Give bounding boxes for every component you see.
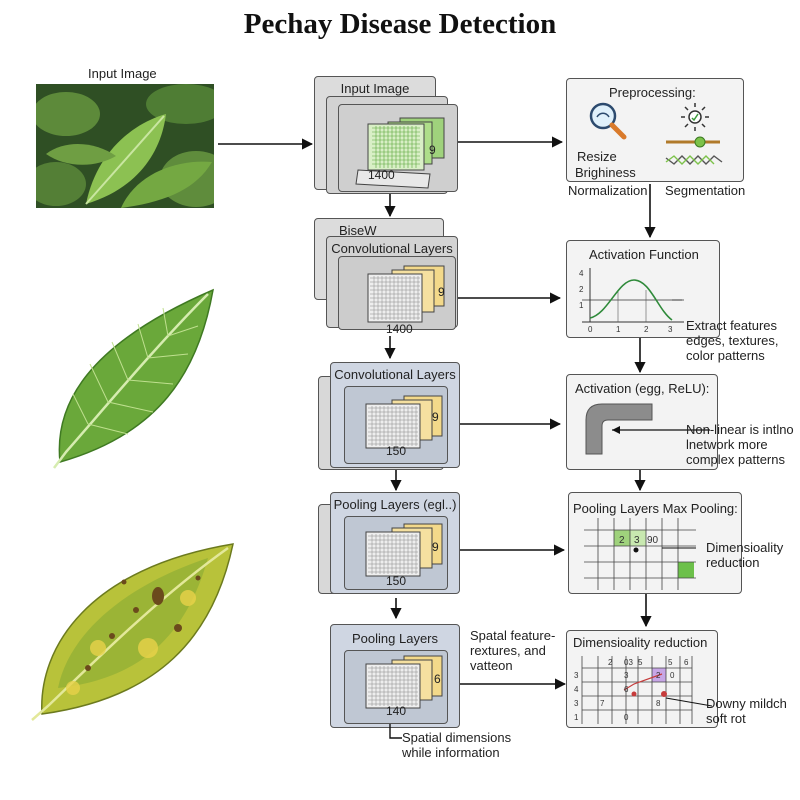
block1-side-digit: 9 [429,143,436,157]
segmentation-slider-icon [665,136,723,165]
block2-title: Convolutional Layers [331,241,453,256]
extract-line: color patterns [686,348,765,363]
pool-cell: 90 [647,535,659,546]
row-num: 3 [574,699,579,708]
feature-map-stack-2 [367,265,445,323]
brightness-icon [681,103,709,131]
resize-label: Resize [577,149,617,164]
activation-relu-title: Activation (egg, ReLU): [575,381,710,396]
inner-num: 7 [600,699,605,708]
feature-map-stack-4 [365,523,443,577]
x-tick: 3 [668,325,673,334]
healthy-leaf-image [53,288,214,469]
extract-line: Extract features [686,318,778,333]
block1-size-label: 1400 [368,168,395,182]
diseased-leaf-image [31,543,234,721]
disease-line: soft rot [706,711,746,726]
input-plant-photo [36,84,214,208]
inner-num: 6 [624,685,629,694]
top-num: 2 [608,658,613,667]
row-num: 4 [574,685,579,694]
top-num: 5 [638,658,643,667]
x-tick: 2 [644,325,649,334]
feature-map-stack-3 [365,395,443,449]
input-image-block-title: Input Image [340,81,410,96]
x-tick: 1 [616,325,621,334]
y-tick: 2 [579,285,584,294]
inner-num: 0 [624,713,629,722]
y-tick: 4 [579,269,584,278]
feature-map-stack-5 [365,655,443,709]
extract-line: edges, textures, [686,333,779,348]
top-num: 6 [684,658,689,667]
non-linear-line: Non-linear is intlno [686,422,794,437]
spatial-feature-note: Spatal feature- rextures, and vatteon [470,628,555,673]
activation-curve-plot: 4 2 1 0 1 2 3 [579,268,684,334]
block3-side-digit: 9 [432,410,439,424]
block3-title: Convolutional Layers [334,367,456,382]
block3-size-label: 150 [386,444,407,458]
row-num: 3 [574,671,579,680]
block2-side-digit: 9 [438,285,445,299]
dim-line: Dimensioality [706,540,784,555]
preprocessing-title: Preprocessing: [609,85,696,100]
block5-size-label: 140 [386,704,407,718]
non-linear-line: complex patterns [686,452,785,467]
dimensionality-reduction-panel: Dimensioality reduction [566,630,718,728]
inner-num: 8 [656,699,661,708]
activation-function-title: Activation Function [589,247,699,262]
max-pooling-title: Pooling Layers Max Pooling: [573,501,738,516]
top-num: 5 [668,658,673,667]
pool-cell: 3 [634,535,640,546]
brightness-label: Brighiness [575,165,636,180]
spatial-feature-line: vatteon [470,658,513,673]
bracket-line [389,724,402,739]
max-pooling-grid: 2 3 90 [584,518,696,590]
segmentation-label: Segmentation [665,183,746,198]
page-title: Pechay Disease Detection [243,8,557,40]
block2-size-label: 1400 [386,322,413,336]
block2-top-title: BiseW [339,223,377,238]
disease-line: Downy mildch [706,696,787,711]
y-tick: 1 [579,301,584,310]
spatial-dims-line: while information [402,745,500,760]
block5-title: Pooling Layers [352,631,438,646]
normalization-label: Normalization [568,183,648,198]
relu-shape [585,403,710,455]
input-image-caption: Input Image [88,66,157,81]
block4-title: Pooling Layers (egl..) [333,497,457,512]
dimensionality-note: Dimensioality reduction [706,540,783,570]
inner-num: 2 [656,671,661,680]
spatial-dimensions-note: Spatial dimensions while information [402,730,511,760]
spatial-feature-line: rextures, and [470,643,546,658]
preprocessing-panel: Preprocessing: Resize Brighiness [566,78,744,182]
disease-note: Downy mildch soft rot [706,696,787,726]
x-tick: 0 [588,325,593,334]
non-linear-note: Non-linear is intlno lnetwork more compl… [686,422,794,467]
dimensionality-title: Dimensioality reduction [573,635,708,650]
dimensionality-grid: 2 03 5 5 6 3 4 3 1 3 2 6 0 7 8 0 [574,656,712,724]
dim-line: reduction [706,555,760,570]
magnifier-icon [589,102,627,140]
row-num: 1 [574,713,579,722]
block4-size-label: 150 [386,574,407,588]
top-num: 03 [624,658,633,667]
extract-features-note: Extract features edges, textures, color … [686,318,779,363]
block4-side-digit: 9 [432,540,439,554]
block5-side-digit: 6 [434,672,441,686]
non-linear-line: lnetwork more [686,437,768,452]
pool-cell: 2 [619,535,625,546]
inner-num: 0 [670,671,675,680]
inner-num: 3 [624,671,629,680]
max-pooling-panel: Pooling Layers Max Pooling: [568,492,742,594]
feature-map-stack-1 [355,117,445,189]
spatial-dims-line: Spatial dimensions [402,730,512,745]
spatial-feature-line: Spatal feature- [470,628,556,643]
